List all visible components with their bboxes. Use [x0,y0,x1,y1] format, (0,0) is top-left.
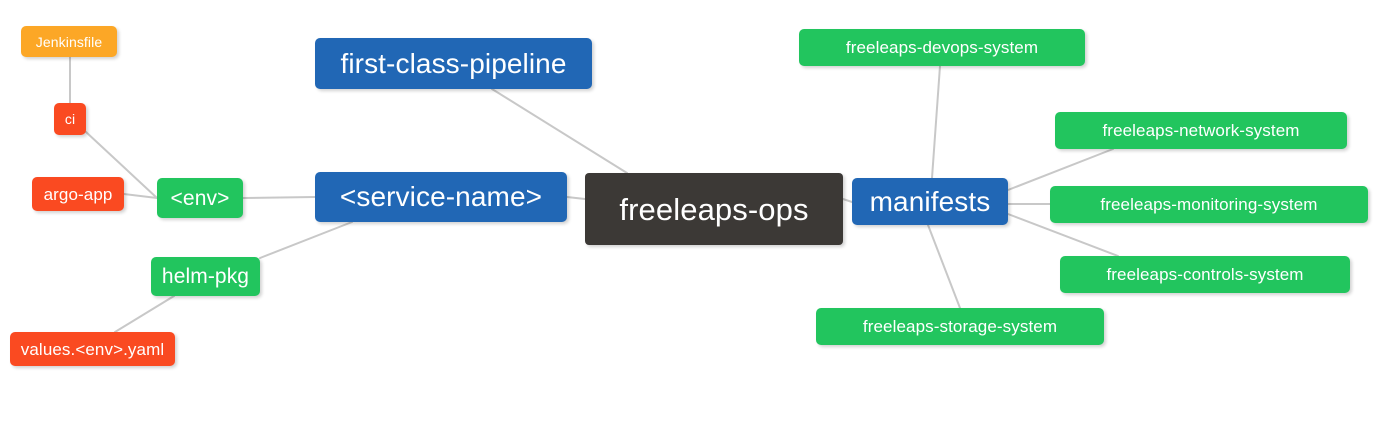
edge-values-to-helm [114,295,175,333]
mindmap-node-monitoring[interactable]: freeleaps-monitoring-system [1050,186,1368,223]
node-label: helm-pkg [161,265,250,288]
edge-manifests-to-network [1007,148,1114,191]
edge-env-to-service [242,196,316,199]
edge-pipeline-to-root [491,88,628,174]
node-label: freeleaps-network-system [1102,121,1300,140]
node-label: ci [64,111,76,127]
node-label: freeleaps-devops-system [845,38,1039,57]
mindmap-node-pipeline[interactable]: first-class-pipeline [315,38,592,89]
mindmap-node-service[interactable]: <service-name> [315,172,567,222]
mindmap-node-network[interactable]: freeleaps-network-system [1055,112,1347,149]
node-label: argo-app [43,184,113,204]
mindmap-node-manifests[interactable]: manifests [852,178,1008,225]
edge-devops-to-manifests [931,65,941,179]
node-label: freeleaps-ops [619,191,809,227]
mindmap-node-storage[interactable]: freeleaps-storage-system [816,308,1104,345]
node-label: values.<env>.yaml [20,339,165,359]
node-label: Jenkinsfile [35,33,103,50]
node-label: freeleaps-controls-system [1106,265,1304,284]
edge-argo-to-env [123,193,158,199]
node-label: first-class-pipeline [340,47,567,79]
mindmap-node-values[interactable]: values.<env>.yaml [10,332,175,366]
edge-root-to-manifests [842,198,853,203]
node-label: <service-name> [339,181,543,212]
edge-helm-to-service [259,221,353,259]
edge-manifests-to-storage [927,224,961,309]
mindmap-node-jenkins[interactable]: Jenkinsfile [21,26,117,57]
mindmap-node-devops[interactable]: freeleaps-devops-system [799,29,1085,66]
mindmap-node-env[interactable]: <env> [157,178,243,218]
node-label: manifests [869,185,991,217]
node-label: <env> [170,186,230,210]
edge-service-to-root [566,196,586,200]
node-label: freeleaps-monitoring-system [1100,195,1318,214]
mindmap-node-ci[interactable]: ci [54,103,86,135]
mindmap-node-root[interactable]: freeleaps-ops [585,173,843,245]
node-label: freeleaps-storage-system [862,317,1058,336]
mindmap-node-helm[interactable]: helm-pkg [151,257,260,296]
mindmap-node-controls[interactable]: freeleaps-controls-system [1060,256,1350,293]
mindmap-node-argo[interactable]: argo-app [32,177,124,211]
